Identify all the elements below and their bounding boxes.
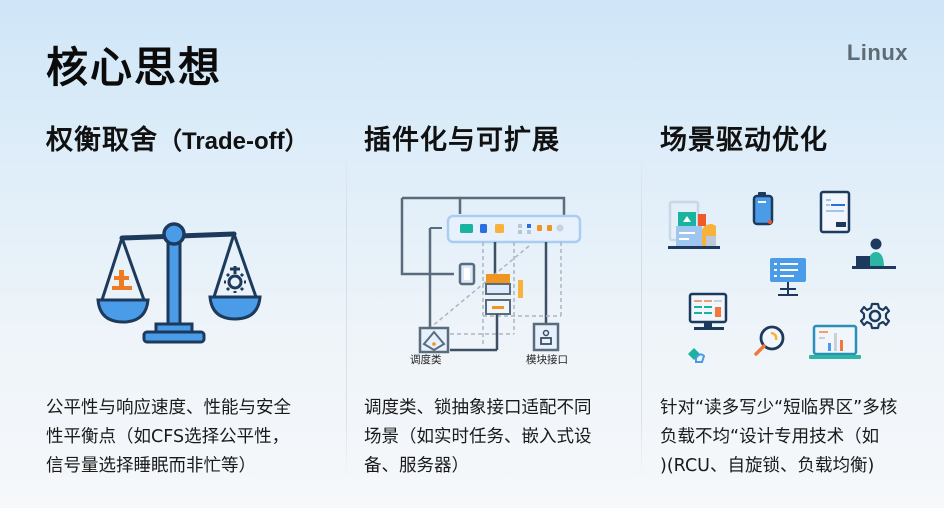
column-title-text: 权衡取舍 (46, 125, 158, 156)
analytics-laptop-icon (809, 324, 861, 359)
plugin-architecture-diagram: 调度类 模块接口 (394, 194, 594, 374)
gear-icon (224, 266, 246, 293)
diagram-label-scheduler: 调度类 (410, 354, 442, 366)
column-title: 场景驱动优化 (660, 125, 828, 156)
search-magnifier-icon (754, 325, 785, 356)
column-description: 针对“读多写少“短临界区”多核 负载不均“设计专用技术（如 )(RCU、自旋锁、… (660, 398, 898, 476)
column-description: 调度类、锁抽象接口适配不同 场景（如实时任务、嵌入式设 备、服务器） (364, 398, 592, 476)
diagram-label-module: 模块接口 (526, 354, 568, 366)
brand-label: Linux (846, 40, 908, 65)
mobile-device-icon (752, 192, 774, 226)
column-description: 公平性与响应速度、性能与安全 性平衡点（如CFS选择公平性， 信号量选择睡眠而非… (46, 398, 291, 476)
scenario-icons-cluster (664, 190, 908, 374)
spreadsheet-monitor-icon (688, 292, 728, 330)
server-dashboard-icon (770, 258, 806, 296)
plus-minus-icon (112, 270, 132, 290)
column-tradeoff: 权衡取舍（Trade-off） (46, 118, 336, 488)
settings-gear-icon (859, 302, 891, 330)
column-plugin: 插件化与可扩展 (364, 118, 634, 488)
column-title-suffix: （Trade-off） (158, 128, 309, 155)
plugin-puzzle-icon (688, 348, 706, 363)
column-title: 权衡取舍（Trade-off） (46, 118, 336, 157)
column-scenario: 场景驱动优化 (660, 118, 920, 488)
column-title: 插件化与可扩展 (364, 125, 560, 156)
column-divider (346, 150, 347, 480)
form-document-icon (819, 190, 851, 234)
page-title: 核心思想 (46, 43, 223, 92)
column-divider (641, 150, 642, 480)
balance-scale-icon (94, 218, 262, 350)
documents-icon (668, 200, 720, 249)
user-at-laptop-icon (852, 238, 896, 269)
